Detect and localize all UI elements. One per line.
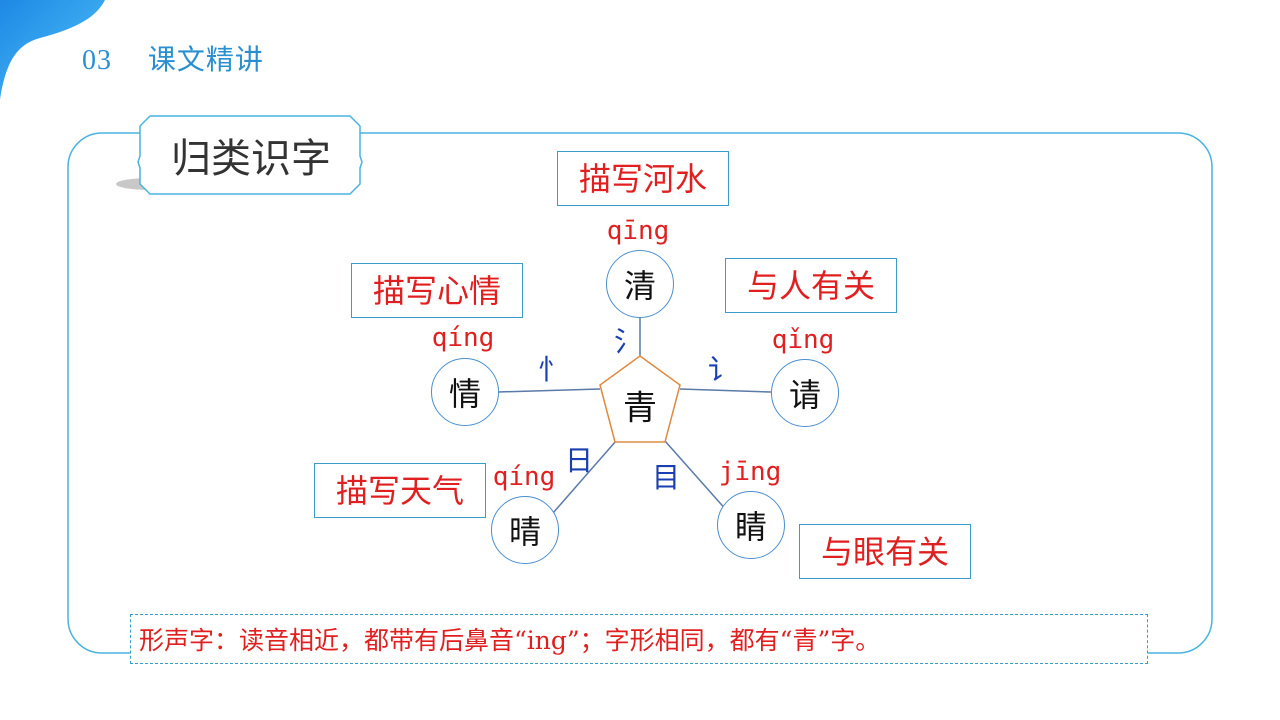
pinyin-please: qǐng	[771, 325, 835, 355]
label-related-people: 与人有关	[725, 258, 897, 313]
connector-jing-eye	[664, 440, 729, 513]
char-node-please: 请	[771, 359, 839, 427]
char-node-eye: 睛	[717, 491, 785, 559]
label-describe-water: 描写河水	[557, 151, 729, 206]
pinyin-sunny: qíng	[492, 462, 556, 492]
label-related-eyes: 与眼有关	[799, 524, 971, 579]
section-header: 03 课文精讲	[82, 38, 264, 78]
char-node-sunny: 晴	[491, 496, 559, 564]
radical-speech: 讠	[707, 353, 737, 386]
char-node-feeling: 情	[431, 358, 499, 426]
corner-decoration	[0, 0, 105, 100]
pinyin-feeling: qíng	[431, 323, 495, 353]
connector-qing-sun	[552, 440, 617, 514]
category-title: 归类识字	[171, 136, 331, 182]
radical-water: 氵	[613, 325, 643, 358]
connector-qing-speech	[679, 388, 772, 393]
label-describe-weather: 描写天气	[314, 463, 486, 518]
tag-frame	[116, 115, 363, 195]
connector-qing-heart	[497, 388, 601, 393]
radical-heart: 忄	[537, 353, 567, 386]
pinyin-eye: jīng	[718, 457, 782, 487]
section-title: 课文精讲	[147, 43, 264, 76]
radical-sun: 日	[564, 444, 594, 477]
center-char: 青	[623, 388, 657, 429]
char-node-clear: 清	[606, 250, 674, 318]
label-describe-mood: 描写心情	[351, 263, 523, 318]
center-pentagon	[599, 355, 681, 443]
radical-eye: 目	[651, 461, 681, 494]
pinyin-clear: qīng	[606, 216, 670, 246]
section-number: 03	[82, 45, 112, 76]
summary-note: 形声字：读音相近，都带有后鼻音“ing”；字形相同，都有“青”字。	[130, 614, 1148, 664]
